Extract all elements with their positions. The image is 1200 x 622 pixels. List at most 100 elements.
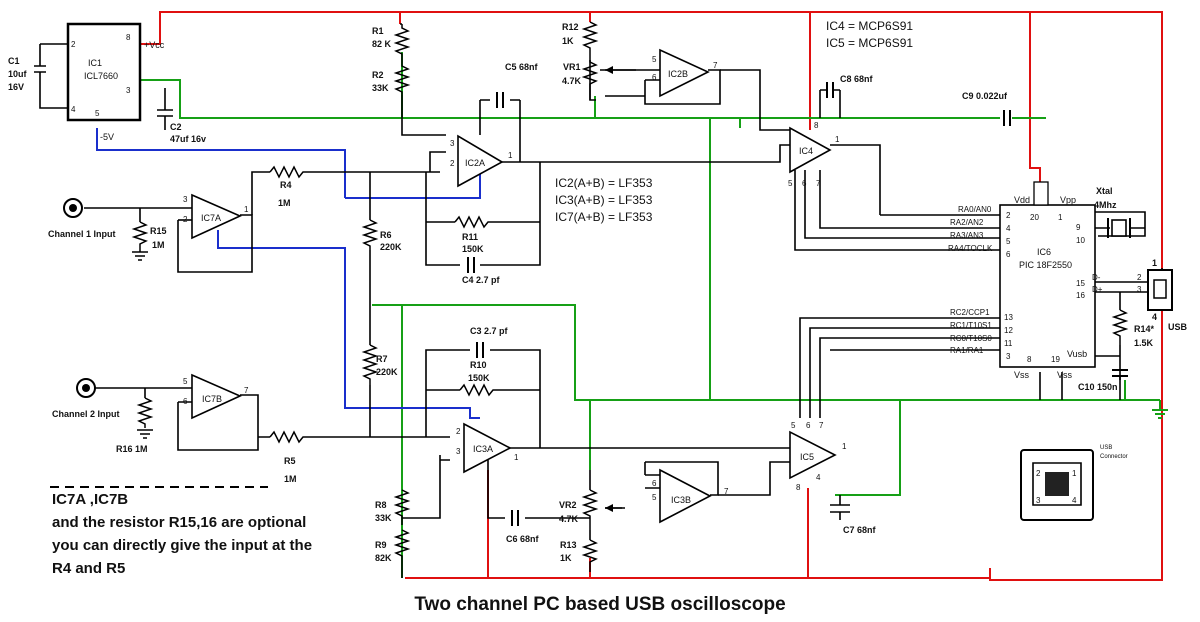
svg-text:10: 10	[1076, 236, 1085, 245]
svg-text:RA4/TOCLK: RA4/TOCLK	[948, 244, 993, 253]
svg-text:C6 68nf: C6 68nf	[506, 534, 540, 544]
svg-text:IC2A: IC2A	[465, 158, 485, 168]
diagram-title: Two channel PC based USB oscilloscope	[414, 594, 786, 615]
svg-text:C5 68nf: C5 68nf	[505, 62, 539, 72]
svg-text:2: 2	[1006, 211, 1011, 220]
svg-text:R5: R5	[284, 456, 296, 466]
svg-text:10uf: 10uf	[8, 69, 28, 79]
svg-text:ICL7660: ICL7660	[84, 71, 118, 81]
svg-text:IC1: IC1	[88, 58, 102, 68]
svg-text:1: 1	[1152, 258, 1157, 268]
svg-text:7: 7	[244, 386, 249, 395]
r15-resistor: R15 1M	[131, 221, 167, 261]
svg-text:R8: R8	[375, 500, 387, 510]
svg-text:5: 5	[183, 377, 188, 386]
svg-text:2: 2	[1137, 273, 1142, 282]
svg-text:RC1/T10S1: RC1/T10S1	[950, 321, 992, 330]
svg-text:2: 2	[71, 40, 76, 49]
amplifier-ic5: IC5 5 6 7 1 8 4	[789, 421, 847, 492]
c3-capacitor: C3 2.7 pf	[470, 326, 509, 358]
vr1-potentiometer: VR1 4.7K	[562, 60, 636, 100]
svg-text:R15: R15	[150, 226, 167, 236]
svg-text:16: 16	[1076, 291, 1085, 300]
svg-text:7: 7	[724, 487, 729, 496]
svg-text:C4 2.7 pf: C4 2.7 pf	[462, 275, 501, 285]
opamp-ic7a: IC7A 3 2 1	[183, 193, 249, 240]
svg-text:5: 5	[791, 421, 796, 430]
svg-text:C8 68nf: C8 68nf	[840, 74, 874, 84]
svg-text:3: 3	[183, 195, 188, 204]
svg-text:IC3A: IC3A	[473, 444, 493, 454]
optional-note-line-1: IC7A ,IC7B	[52, 491, 129, 508]
chip-info: IC4 = MCP6S91 IC5 = MCP6S91	[826, 19, 913, 50]
svg-text:1: 1	[1058, 213, 1063, 222]
crystal-oscillator: Xtal 4Mhz	[1094, 186, 1131, 238]
svg-text:R6: R6	[380, 230, 392, 240]
r12-resistor: R12 1K	[562, 21, 599, 60]
r2-resistor: R2 33K	[372, 60, 411, 95]
r13-resistor: R13 1K	[560, 539, 599, 572]
c5-capacitor: C5 68nf	[496, 62, 539, 108]
channel-1-jack[interactable]	[63, 198, 83, 218]
svg-text:Vdd: Vdd	[1014, 195, 1030, 205]
svg-text:19: 19	[1051, 355, 1060, 364]
opamp-ic7b: IC7B 5 6 7	[183, 373, 249, 420]
svg-text:RA1/RA1: RA1/RA1	[950, 346, 984, 355]
svg-text:R11: R11	[462, 232, 478, 242]
svg-text:IC7B: IC7B	[202, 394, 222, 404]
svg-text:C7 68nf: C7 68nf	[843, 525, 877, 535]
svg-text:C9 0.022uf: C9 0.022uf	[962, 91, 1008, 101]
channel-2-label: Channel 2 Input	[52, 409, 120, 419]
svg-text:4: 4	[1072, 496, 1077, 505]
svg-text:4: 4	[71, 105, 76, 114]
svg-text:4Mhz: 4Mhz	[1094, 200, 1117, 210]
r6-resistor: R6 220K	[361, 219, 402, 252]
svg-text:4.7K: 4.7K	[559, 514, 579, 524]
svg-text:R10: R10	[470, 360, 487, 370]
svg-text:82K: 82K	[375, 553, 392, 563]
svg-text:7: 7	[713, 61, 718, 70]
svg-text:3: 3	[1006, 352, 1011, 361]
svg-text:4: 4	[1152, 312, 1157, 322]
svg-text:PIC 18F2550: PIC 18F2550	[1019, 260, 1072, 270]
svg-text:4.7K: 4.7K	[562, 76, 582, 86]
svg-text:IC2(A+B) = LF353: IC2(A+B) = LF353	[555, 176, 653, 190]
svg-text:220K: 220K	[376, 367, 398, 377]
opamp-ic3b: IC3B 6 5 7	[652, 468, 729, 524]
svg-text:15: 15	[1076, 279, 1085, 288]
svg-text:6: 6	[802, 179, 807, 188]
svg-text:47uf 16v: 47uf 16v	[170, 134, 206, 144]
r14-resistor: R14* 1.5K	[1111, 309, 1155, 348]
svg-text:150K: 150K	[462, 244, 484, 254]
svg-text:6: 6	[183, 397, 188, 406]
svg-text:IC4 = MCP6S91: IC4 = MCP6S91	[826, 19, 913, 33]
svg-text:1: 1	[1072, 469, 1077, 478]
svg-text:20: 20	[1030, 213, 1039, 222]
svg-text:R12: R12	[562, 22, 579, 32]
svg-text:33K: 33K	[372, 83, 389, 93]
svg-text:1.5K: 1.5K	[1134, 338, 1154, 348]
svg-text:8: 8	[814, 121, 819, 130]
svg-text:9: 9	[1076, 223, 1081, 232]
channel-2-jack[interactable]	[76, 378, 96, 398]
svg-text:R1: R1	[372, 26, 384, 36]
svg-text:33K: 33K	[375, 513, 392, 523]
power-rail-wires	[140, 11, 1163, 581]
svg-text:2: 2	[450, 159, 455, 168]
svg-text:7: 7	[819, 421, 824, 430]
ic1-charge-pump: IC1 ICL7660 2 8 4 3 5 +Vcc -5V	[66, 22, 165, 142]
c6-capacitor: C6 68nf	[506, 510, 540, 544]
svg-text:Vss: Vss	[1014, 370, 1030, 380]
r4-resistor: R4 1M	[269, 165, 305, 208]
negative-rail-wires	[96, 128, 481, 419]
svg-text:R14*: R14*	[1134, 324, 1155, 334]
svg-text:VR2: VR2	[559, 500, 577, 510]
svg-text:R7: R7	[376, 354, 388, 364]
c7-capacitor: C7 68nf	[843, 525, 877, 535]
svg-text:RA3/AN3: RA3/AN3	[950, 231, 984, 240]
svg-text:IC7(A+B) = LF353: IC7(A+B) = LF353	[555, 210, 653, 224]
svg-text:IC6: IC6	[1037, 247, 1051, 257]
svg-text:4: 4	[816, 473, 821, 482]
c2-capacitor-label: C2 47uf 16v	[170, 122, 206, 144]
usb-connector-icon: 2 1 3 4 USB Connector	[1020, 445, 1128, 521]
